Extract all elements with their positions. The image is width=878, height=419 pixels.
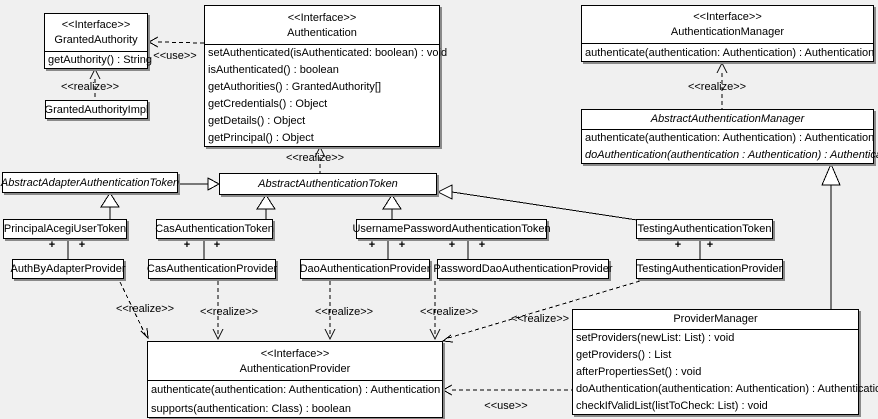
generalization-testing-token <box>436 184 638 221</box>
stereotype-label: <<Interface>> <box>287 11 357 24</box>
class-name: AuthenticationManager <box>670 26 785 38</box>
class-member: getAuthorities() : GrantedAuthority[] <box>208 81 382 93</box>
class-auth-by-adapter-provider[interactable]: AuthByAdapterProvider <box>10 259 126 279</box>
class-member: authenticate(authentication: Authenticat… <box>585 47 875 59</box>
class-member: authenticate(authentication: Authenticat… <box>585 132 875 144</box>
class-member: setProviders(newList: List) : void <box>576 332 735 344</box>
class-member: getAuthority() : String <box>48 54 152 66</box>
class-name: CasAuthenticationToken <box>155 223 274 235</box>
class-granted-authority[interactable]: <<Interface>> GrantedAuthority getAuthor… <box>44 13 152 69</box>
class-authentication-provider[interactable]: <<Interface>> AuthenticationProvider aut… <box>147 341 443 418</box>
class-member: getCredentials() : Object <box>208 98 328 110</box>
class-member: supports(authentication: Class) : boolea… <box>151 403 351 415</box>
class-member: afterPropertiesSet() : void <box>576 366 702 378</box>
class-provider-manager[interactable]: ProviderManager setProviders(newList: Li… <box>572 309 878 415</box>
class-name: ProviderManager <box>673 313 758 325</box>
class-name: DaoAuthenticationProvider <box>299 263 431 275</box>
use-label: <<use>> <box>153 50 197 62</box>
class-name: PrincipalAcegiUserToken <box>3 223 127 235</box>
realize-casprovider-provider <box>212 281 224 341</box>
realize-label: <<realize>> <box>314 306 374 318</box>
generalization-adapter-token <box>178 177 221 191</box>
multiplicity-label: + <box>448 239 456 251</box>
class-member: checkIfValidList(listToCheck: List) : vo… <box>576 400 768 412</box>
class-name: Authentication <box>287 26 357 39</box>
realize-testingprovider-provider <box>441 280 641 343</box>
multiplicity-label: + <box>78 239 86 251</box>
class-testing-authentication-token[interactable]: TestingAuthenticationToken <box>636 219 773 239</box>
class-abstract-authentication-token[interactable]: AbstractAuthenticationToken <box>219 173 437 195</box>
class-granted-authority-impl[interactable]: GrantedAuthorityImpl <box>45 100 148 119</box>
class-abstract-authentication-manager[interactable]: AbstractAuthenticationManager authentica… <box>581 109 878 164</box>
stereotype-label: <<Interface>> <box>260 347 330 360</box>
class-member: doAuthentication(authentication: Authent… <box>576 383 878 395</box>
class-password-dao-authentication-provider[interactable]: PasswordDaoAuthenticationProvider <box>433 259 613 279</box>
multiplicity-label: + <box>48 239 56 251</box>
multiplicity-label: + <box>478 239 486 251</box>
class-authentication-manager[interactable]: <<Interface>> AuthenticationManager auth… <box>581 5 874 62</box>
class-principal-acegi-user-token[interactable]: PrincipalAcegiUserToken <box>3 219 127 239</box>
class-testing-authentication-provider[interactable]: TestingAuthenticationProvider <box>636 259 783 279</box>
realize-label: <<realize>> <box>60 81 120 93</box>
stereotype-label: <<Interface>> <box>693 11 762 23</box>
realize-abstracttoken-authentication <box>314 145 326 173</box>
stereotype-label: <<Interface>> <box>61 19 131 31</box>
class-name: TestingAuthenticationToken <box>637 223 772 235</box>
multiplicity-label: + <box>213 239 221 251</box>
realize-daoprovider-provider <box>324 281 336 341</box>
realize-authbyadapter-provider <box>119 281 149 340</box>
class-name: AbstractAdapterAuthenticationToken <box>0 176 180 189</box>
class-member: authenticate(authentication: Authenticat… <box>151 384 441 396</box>
use-authentication-grantedauthority <box>147 36 205 48</box>
class-name: CasAuthenticationProvider <box>146 263 278 275</box>
use-providermanager-provider <box>441 384 572 396</box>
class-cas-authentication-provider[interactable]: CasAuthenticationProvider <box>146 259 278 279</box>
realize-passworddaoprovider-provider <box>429 281 441 341</box>
multiplicity-label: + <box>183 239 191 251</box>
class-abstract-adapter-authentication-token[interactable]: AbstractAdapterAuthenticationToken <box>0 172 180 193</box>
class-name: GrantedAuthority <box>54 34 138 46</box>
multiplicity-label: + <box>368 239 376 251</box>
use-label: <<use>> <box>484 400 528 412</box>
class-name: AuthenticationProvider <box>239 362 351 375</box>
realize-label: <<realize>> <box>115 303 175 315</box>
realize-label: <<realize>> <box>510 313 570 325</box>
realize-label: <<realize>> <box>285 152 345 164</box>
class-member: isAuthenticated() : boolean <box>208 64 339 76</box>
generalization-cas-token <box>256 194 276 219</box>
class-dao-authentication-provider[interactable]: DaoAuthenticationProvider <box>300 259 430 279</box>
class-member: setAuthenticated(isAuthenticated: boolea… <box>208 47 448 59</box>
multiplicity-label: + <box>674 239 682 251</box>
class-cas-authentication-token[interactable]: CasAuthenticationToken <box>155 219 274 239</box>
generalization-usernamepassword-token <box>382 194 402 219</box>
class-name: UsernamePasswordAuthenticationToken <box>352 223 551 235</box>
realize-grantedauthorityimpl <box>89 67 101 100</box>
class-authentication[interactable]: <<Interface>> Authentication setAuthenti… <box>204 5 448 147</box>
class-name: AuthByAdapterProvider <box>10 263 126 275</box>
class-name: TestingAuthenticationProvider <box>636 263 783 275</box>
realize-label: <<realize>> <box>687 81 747 93</box>
class-member: getDetails() : Object <box>208 115 306 127</box>
class-username-password-authentication-token[interactable]: UsernamePasswordAuthenticationToken <box>352 219 551 239</box>
multiplicity-label: + <box>398 239 406 251</box>
realize-abstractmanager-manager <box>716 61 728 109</box>
class-name: AbstractAuthenticationManager <box>650 113 805 125</box>
class-member: getProviders() : List <box>576 349 672 361</box>
realize-label: <<realize>> <box>199 306 259 318</box>
generalization-providermanager <box>821 162 841 309</box>
class-name: AbstractAuthenticationToken <box>258 178 398 190</box>
class-name: GrantedAuthorityImpl <box>44 103 149 116</box>
class-name: PasswordDaoAuthenticationProvider <box>433 263 613 275</box>
multiplicity-label: + <box>706 239 714 251</box>
class-member: getPrincipal() : Object <box>208 132 314 144</box>
class-member: doAuthentication(authentication : Authen… <box>585 149 878 161</box>
generalization-principal-token <box>100 192 120 219</box>
realize-label: <<realize>> <box>419 306 479 318</box>
